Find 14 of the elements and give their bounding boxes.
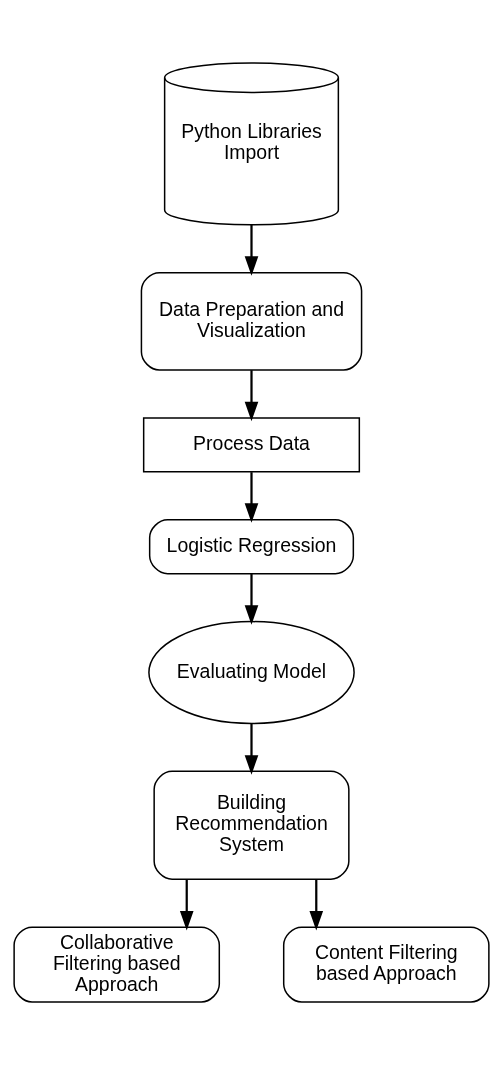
node-ellipse: Evaluating Model: [148, 620, 355, 725]
arrow: [244, 370, 259, 422]
node-box: Data Preparation and Visualization: [140, 271, 363, 371]
arrow: [244, 723, 259, 775]
node-box: Logistic Regression: [148, 519, 355, 575]
node-box: Process Data: [142, 417, 361, 473]
node-box: Collaborative Filtering based Approach: [13, 926, 221, 1003]
arrow: [244, 224, 259, 276]
node-box: Building Recommendation System: [153, 770, 350, 880]
arrow: [244, 472, 259, 523]
node-box: Content Filtering based Approach: [282, 926, 490, 1003]
arrow: [179, 879, 194, 931]
arrow: [309, 879, 324, 931]
arrow: [244, 574, 259, 625]
